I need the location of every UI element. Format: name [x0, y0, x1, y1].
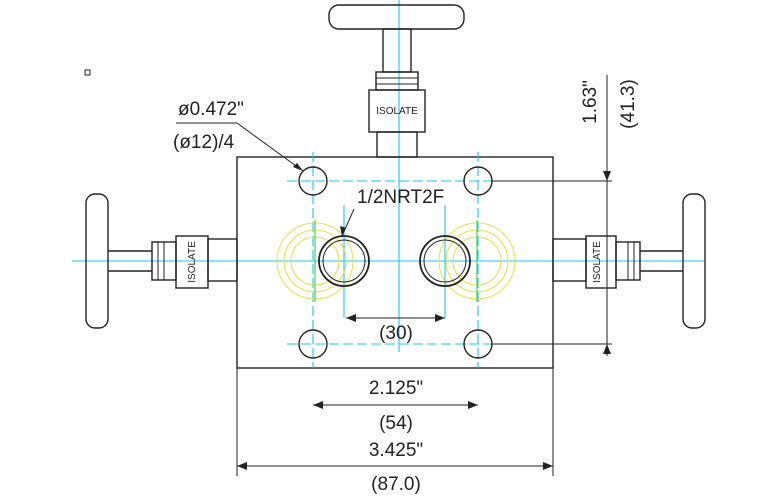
- hole-vertical-inch: 1.63": [580, 80, 601, 124]
- hole-spacing-metric: (54): [379, 413, 413, 434]
- right-valve-tag: ISOLATE: [592, 241, 603, 283]
- hole-vertical-metric: (41.3): [618, 79, 639, 129]
- hole-spacing-arrow-right: [468, 401, 478, 409]
- block-width-inch: 3.425": [369, 440, 423, 461]
- block-width-metric: (87.0): [371, 474, 421, 495]
- top-valve-handle: [328, 4, 465, 30]
- selection-marker: [84, 69, 91, 76]
- hole-diameter-leader: [236, 122, 304, 172]
- top-valve-nut: [375, 71, 419, 91]
- thread-circles: [276, 220, 516, 302]
- hole-spacing-inch: 2.125": [369, 378, 423, 399]
- port-spacing-arrow-left: [346, 314, 356, 322]
- mounting-hole-top-left: [298, 166, 328, 196]
- top-isolate-valve: ISOLATE: [328, 4, 465, 158]
- process-ports: [318, 235, 471, 287]
- block-width-arrow-left: [237, 462, 247, 470]
- hole-diameter-inch: ø0.472": [178, 99, 244, 120]
- right-isolate-valve: ISOLATE: [552, 193, 706, 329]
- mounting-holes: [298, 166, 493, 359]
- hole-vertical-arrow-bottom: [603, 344, 611, 354]
- hole-spacing-arrow-left: [313, 401, 323, 409]
- hole-diameter-metric: (ø12)/4: [173, 132, 235, 153]
- port-spacing-metric: (30): [379, 323, 413, 344]
- left-process-port: [318, 235, 370, 287]
- left-isolate-valve: ISOLATE: [85, 193, 238, 329]
- right-valve-neck: [552, 238, 587, 282]
- right-process-port: [419, 235, 471, 287]
- top-valve-stem: [382, 28, 412, 73]
- thread-arrow: [340, 226, 346, 236]
- block-width-dimension: 3.425" (87.0): [236, 368, 554, 495]
- left-valve-handle: [85, 193, 109, 329]
- left-valve-neck: [207, 238, 238, 282]
- center-lines: [72, 0, 704, 368]
- top-valve-tag: ISOLATE: [376, 106, 418, 117]
- port-spacing-dimension: (30): [346, 314, 445, 344]
- top-valve-neck: [376, 131, 418, 158]
- hole-spacing-dimension: 2.125" (54): [313, 378, 478, 434]
- hole-diameter-callout: ø0.472" (ø12)/4: [173, 99, 304, 172]
- mounting-hole-bottom-left: [298, 329, 328, 359]
- hole-diameter-arrow: [293, 163, 303, 171]
- block-width-arrow-right: [543, 462, 553, 470]
- left-process-port-inner: [322, 239, 366, 283]
- right-process-port-inner: [423, 239, 467, 283]
- left-valve-tag: ISOLATE: [187, 241, 198, 283]
- hole-vertical-arrow-top: [603, 171, 611, 181]
- hole-vertical-dimension: 1.63" (41.3): [492, 75, 639, 356]
- right-valve-handle: [682, 193, 706, 329]
- thread-callout: 1/2NRT2F: [340, 187, 444, 237]
- port-thread-label: 1/2NRT2F: [357, 187, 444, 208]
- port-spacing-arrow-right: [435, 314, 445, 322]
